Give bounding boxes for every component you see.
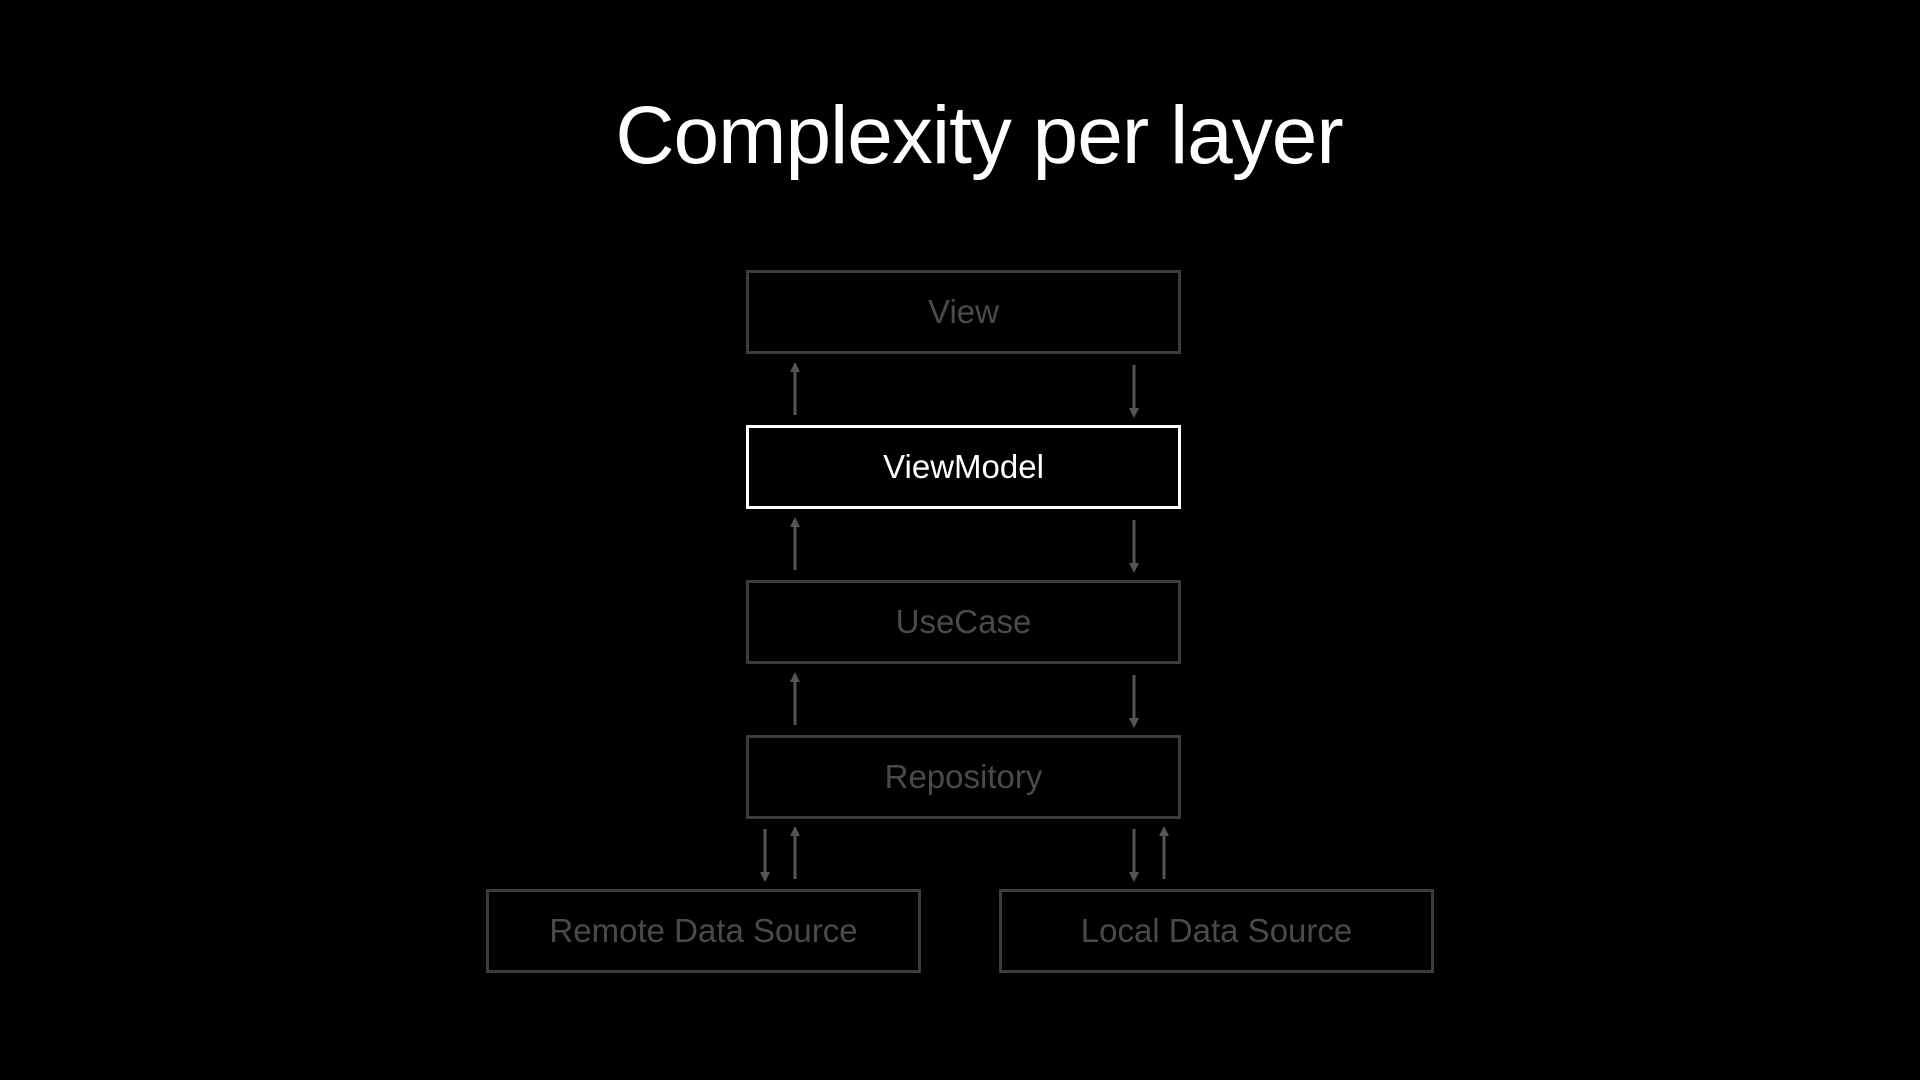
remote-data-source-box: Remote Data Source — [486, 889, 921, 973]
viewmodel-layer-label: ViewModel — [883, 448, 1044, 485]
usecase-layer-box: UseCase — [746, 580, 1181, 664]
repository-layer-label: Repository — [884, 758, 1043, 795]
view-layer-box: View — [746, 270, 1181, 354]
slide-title: Complexity per layer — [615, 90, 1343, 181]
usecase-layer-label: UseCase — [895, 603, 1032, 640]
local-data-source-box: Local Data Source — [999, 889, 1434, 973]
remote-data-source-label: Remote Data Source — [549, 912, 858, 949]
repository-layer-box: Repository — [746, 735, 1181, 819]
viewmodel-layer-box: ViewModel — [746, 425, 1181, 509]
view-layer-label: View — [928, 293, 999, 330]
local-data-source-label: Local Data Source — [1080, 912, 1353, 949]
